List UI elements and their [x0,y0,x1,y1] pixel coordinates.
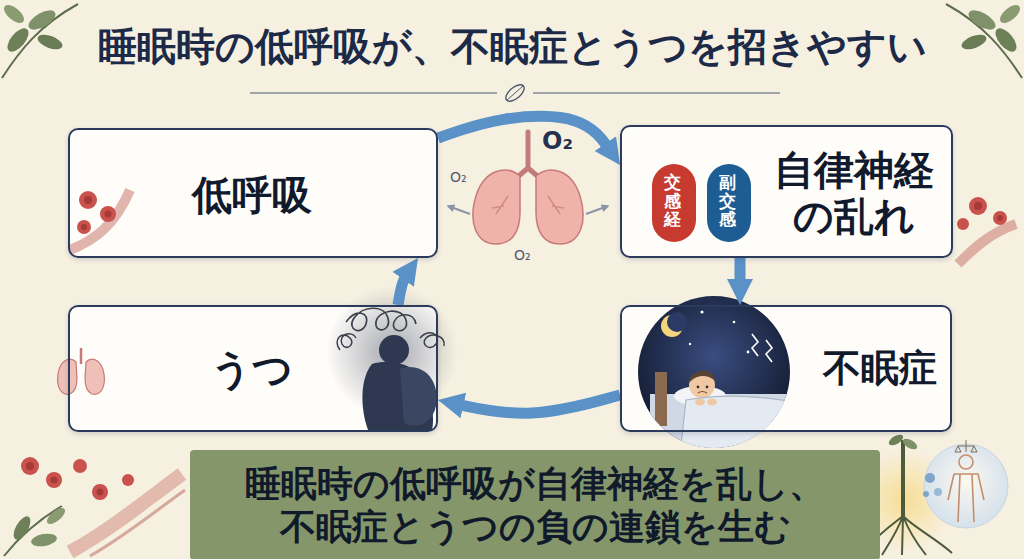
cycle-arrow [452,395,620,413]
airflow-arrow [448,206,470,214]
star [747,351,750,354]
pill-label: 副交感 [719,173,736,229]
connectors [398,116,740,413]
title-rule [250,92,497,93]
blood-cell-center [26,462,34,470]
scales-icon [955,440,977,452]
sleeper-hand [707,399,717,406]
blood-cell [957,218,969,230]
leaf [997,2,1023,27]
human-head [959,455,973,469]
moon-shadow [667,312,687,332]
star [700,310,703,313]
leaf [4,25,33,55]
blood-cell [122,474,134,486]
leaf [992,25,1021,55]
blood-cell-center [974,202,982,210]
leaf [26,6,59,33]
oxygen-label: O₂ [514,248,531,263]
sleeper-eye [697,386,700,389]
leaf-icon-vein [507,86,523,100]
blood-cell [969,197,987,215]
leaf [966,6,999,33]
blood-cell [77,220,91,234]
node-label: うつ [211,345,293,393]
node-label: 低呼吸 [192,171,312,219]
figure-head [379,335,409,365]
leaf [901,437,919,452]
box-fill [68,128,438,258]
blood-cell [79,191,97,209]
human-body [948,474,984,522]
node-label: 睡眠時の低呼吸が自律神経を乱し、 不眠症とうつの負の連鎖を生む [235,462,835,548]
blood-cell-center [105,211,112,218]
tree-trunk [901,440,905,516]
blood-vessel-wall [90,490,185,556]
title-rule [533,92,780,93]
worry-scribble [346,308,416,331]
sleeper-eye [706,386,709,389]
stress-marks [752,334,772,362]
bubble [925,473,935,483]
bronchi [492,196,564,214]
cycle-arrow [398,269,410,305]
human-aura [924,444,1008,528]
blood-vessel [70,474,182,552]
sleeper-hand [695,399,705,406]
blood-cell-center [97,489,104,496]
leaf [36,32,65,52]
airflow-arrow [586,206,608,214]
blood-vessel [958,224,1016,264]
blood-cell [993,211,1007,225]
blood-cell-center [997,215,1003,221]
lung-icon-trachea [80,348,83,364]
oxygen-label: O₂ [542,128,573,154]
process-box: 不眠症 [620,305,952,432]
leaf [887,433,905,448]
blood-cell-center [51,477,58,484]
bedroom-scene [650,310,794,454]
leaf [10,514,33,543]
leaf [960,32,989,52]
headboard [655,372,667,426]
blood-cell [21,457,39,475]
process-box: 低呼吸 [68,128,438,258]
sleeper-hair [689,371,715,383]
oxygen-label: O₂ [450,170,467,185]
blood-cell-center [81,224,87,230]
node-label: 自律神経 の乱れ [765,147,943,239]
sympathetic-pill: 交感経 [652,164,696,242]
blood-cell [46,472,62,488]
star [689,343,691,345]
bubble [934,488,942,496]
parasympathetic-pill: 副交感 [707,164,751,242]
node-label: 不眠症 [823,346,937,392]
trachea [514,132,542,180]
cycle-arrow [735,258,746,291]
blood-cell-center [84,196,92,204]
star [733,321,736,324]
lung-icon [85,359,104,394]
leaf [44,505,67,527]
box-fill [620,125,953,258]
blood-vessel [70,190,130,250]
blood-cell [92,484,108,500]
summary-band: 睡眠時の低呼吸が自律神経を乱し、 不眠症とうつの負の連鎖を生む [190,450,880,559]
figure-knees [400,367,437,426]
cycle-arrow [438,116,612,153]
bubble [923,491,929,497]
process-box: うつ [68,305,438,432]
blood-cell [73,459,87,473]
leaf [30,532,58,548]
diagram-title: 睡眠時の低呼吸が、不眠症とうつを招きやすい [98,24,927,71]
box-fills [68,125,953,432]
pill-label: 交感経 [664,173,681,229]
leaf [1,2,27,27]
blanket [680,396,794,454]
leaf-icon [503,82,527,105]
sleeper-mouth [698,392,707,394]
process-box: 自律神経 の乱れ 交感経 副交感 [620,125,953,258]
blood-cell [100,206,116,222]
